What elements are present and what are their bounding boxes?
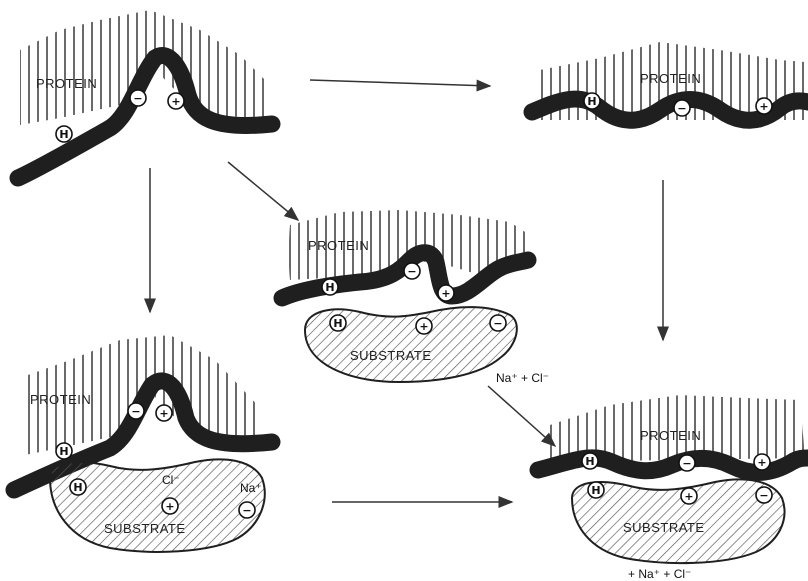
- svg-text:+: +: [159, 407, 168, 420]
- negative-site: −: [130, 90, 146, 106]
- substrate-label: SUBSTRATE: [350, 348, 432, 363]
- positive-site: +: [438, 285, 454, 301]
- svg-text:+: +: [165, 500, 174, 513]
- hydrophobic-site: H: [584, 93, 600, 109]
- panel-free-protein-unfolded: PROTEIN H − +: [532, 42, 808, 120]
- arrow-fold-to-complex: [228, 162, 298, 220]
- hydrophobic-site: H: [322, 279, 338, 295]
- arrow-complex-to-final: [488, 386, 555, 446]
- substrate-label: SUBSTRATE: [623, 520, 705, 535]
- negative-site: −: [128, 403, 144, 419]
- positive-site: +: [156, 405, 172, 421]
- protein-label: PROTEIN: [640, 428, 701, 443]
- chloride-ion-label: Cl⁻: [162, 473, 180, 487]
- protein-label: PROTEIN: [308, 238, 369, 253]
- substrate-shape: [50, 459, 265, 551]
- svg-text:−: −: [131, 405, 140, 418]
- svg-text:H: H: [333, 317, 342, 330]
- svg-text:H: H: [59, 445, 68, 458]
- svg-text:−: −: [407, 265, 416, 278]
- sodium-ion-label: Na⁺: [240, 481, 262, 495]
- negative-site: −: [239, 502, 255, 518]
- svg-text:H: H: [591, 484, 600, 497]
- svg-text:+: +: [684, 490, 693, 503]
- arrow-fold-to-unfold: [310, 80, 490, 86]
- substrate-label: SUBSTRATE: [104, 521, 186, 536]
- hydrophobic-site: H: [56, 126, 72, 142]
- positive-site: +: [754, 454, 770, 470]
- svg-text:−: −: [242, 504, 251, 517]
- svg-text:−: −: [133, 92, 142, 105]
- svg-text:H: H: [59, 128, 68, 141]
- panel-unfolded-protein-substrate-complex: PROTEIN H − + SUBSTRATE H + − + Na⁺ + Cl: [538, 395, 808, 581]
- svg-text:−: −: [759, 489, 768, 502]
- svg-text:−: −: [677, 102, 686, 115]
- negative-site: −: [490, 315, 506, 331]
- released-ions-label: + Na⁺ + Cl⁻: [628, 567, 691, 581]
- hydrophobic-site: H: [330, 315, 346, 331]
- panel-protein-substrate-with-ions: PROTEIN H − + SUBSTRATE H + − Cl⁻ Na⁺: [14, 335, 272, 552]
- hydrophobic-site: H: [582, 453, 598, 469]
- positive-site: +: [681, 488, 697, 504]
- hydrophobic-site: H: [70, 479, 86, 495]
- positive-site: +: [162, 498, 178, 514]
- svg-text:H: H: [325, 281, 334, 294]
- positive-site: +: [168, 93, 184, 109]
- positive-site: +: [416, 318, 432, 334]
- protein-label: PROTEIN: [30, 392, 91, 407]
- negative-site: −: [674, 100, 690, 116]
- svg-text:+: +: [757, 456, 766, 469]
- svg-text:−: −: [682, 457, 691, 470]
- svg-text:H: H: [73, 481, 82, 494]
- svg-text:+: +: [441, 287, 450, 300]
- protein-label: PROTEIN: [36, 76, 97, 91]
- svg-text:−: −: [493, 317, 502, 330]
- svg-text:+: +: [171, 95, 180, 108]
- negative-site: −: [756, 487, 772, 503]
- svg-text:+: +: [419, 320, 428, 333]
- hydrophobic-site: H: [56, 443, 72, 459]
- negative-site: −: [404, 263, 420, 279]
- salt-release-label: Na⁺ + Cl⁻: [496, 371, 549, 385]
- protein-label: PROTEIN: [640, 71, 701, 86]
- svg-text:H: H: [585, 455, 594, 468]
- panel-free-protein-folded: PROTEIN H − +: [18, 10, 272, 178]
- negative-site: −: [679, 455, 695, 471]
- positive-site: +: [756, 98, 772, 114]
- svg-text:H: H: [587, 95, 596, 108]
- hydrophobic-site: H: [588, 482, 604, 498]
- svg-text:+: +: [759, 100, 768, 113]
- panel-protein-substrate-complex: PROTEIN H − + SUBSTRATE H + −: [282, 210, 528, 382]
